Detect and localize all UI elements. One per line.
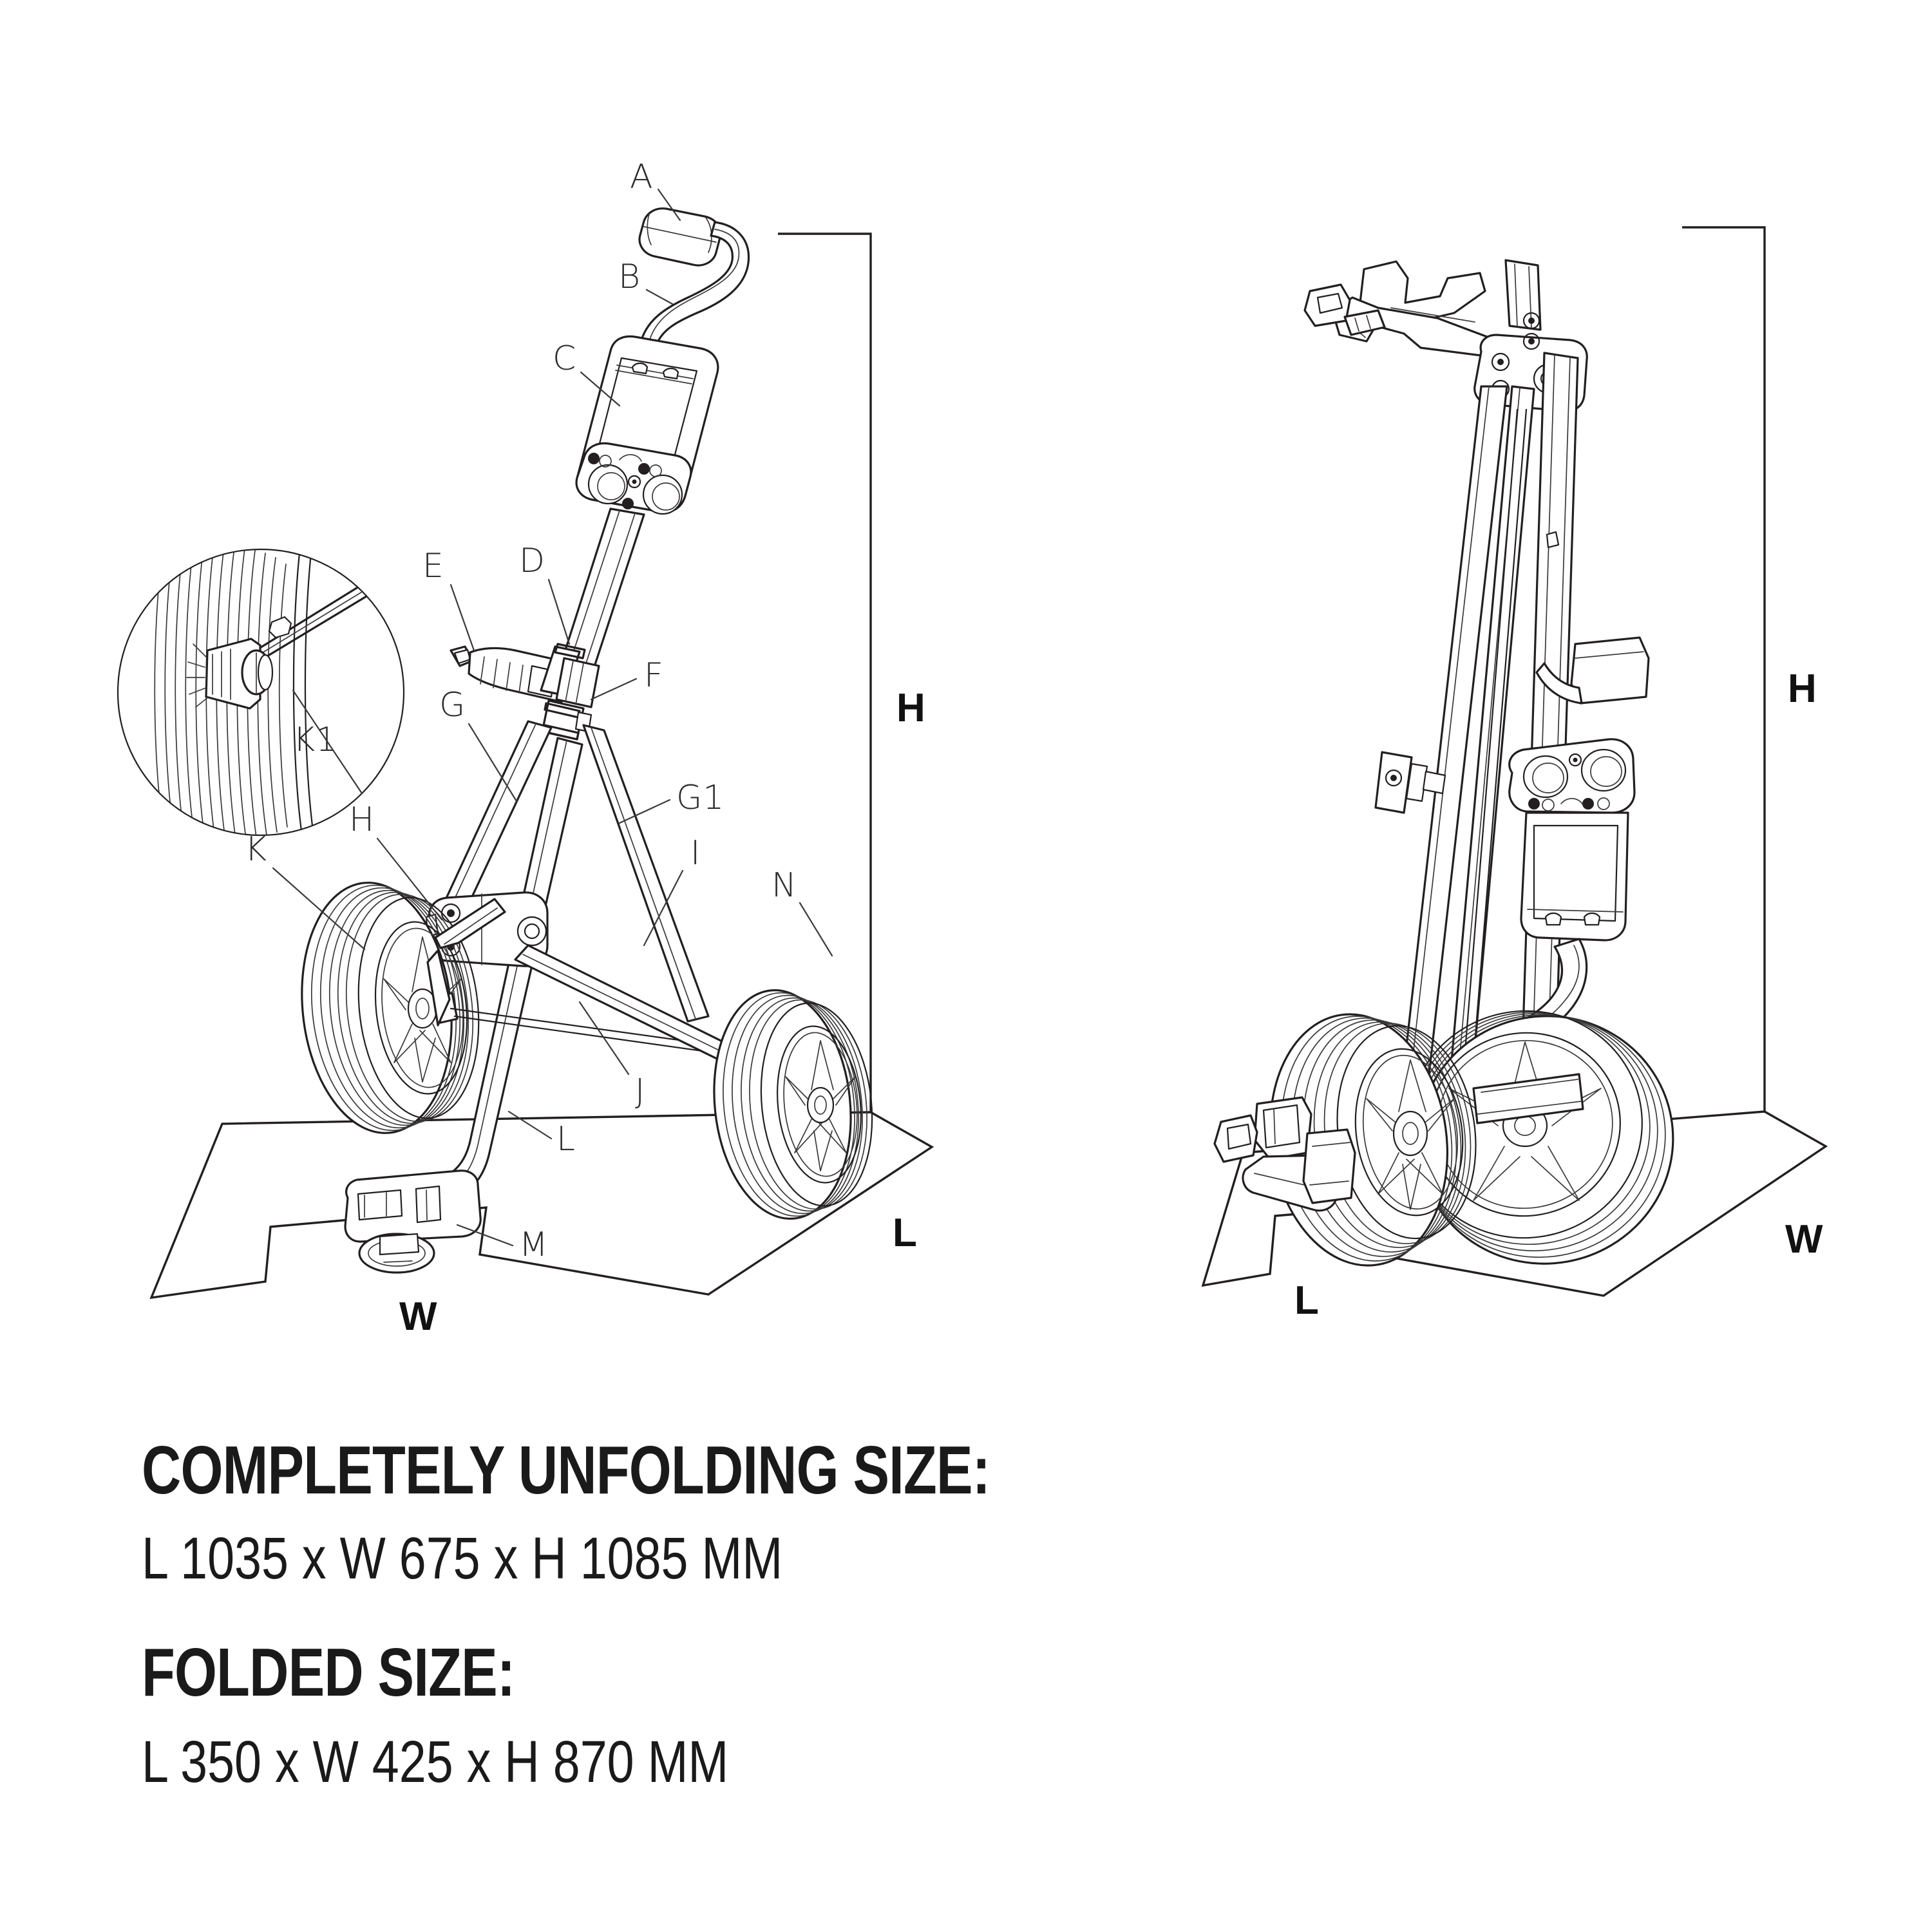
callout-label-c: C [553, 339, 576, 378]
dimension-label-width-folded: W [1785, 1217, 1823, 1262]
dimension-label-length-unfolded: L [893, 1211, 917, 1255]
unfolded-size-value: L 1035 x W 675 x H 1085 MM [142, 1526, 783, 1591]
dimension-label-height-folded: H [1788, 667, 1817, 711]
callout-label-b: B [618, 258, 641, 296]
part-m-front-foot [344, 1170, 482, 1274]
callout-label-j: J [635, 1072, 645, 1111]
part-f-lower-clamp [541, 699, 592, 741]
callout-label-k: K [245, 830, 267, 869]
view-unfolded: H L W [117, 158, 934, 1339]
detail-label-k1: K1 [293, 721, 337, 759]
trolley-unfolded [301, 207, 873, 1274]
folded-lower-bracket [1508, 738, 1636, 942]
callout-label-g1: G1 [676, 779, 724, 817]
callout-label-d: D [519, 542, 545, 580]
callout-label-n: N [772, 866, 797, 905]
callouts-unfolded: A B C D E F G G1 H I K J N [245, 158, 833, 1264]
folded-size-value: L 350 x W 425 x H 870 MM [142, 1729, 729, 1795]
unfolded-size-heading: COMPLETELY UNFOLDING SIZE: [142, 1432, 990, 1508]
part-d-upper-clamp [540, 643, 600, 708]
dimension-label-length-folded: L [1294, 1278, 1319, 1323]
folded-size-heading: FOLDED SIZE: [142, 1634, 515, 1710]
left-axle-arm [426, 898, 506, 1027]
part-n-right-wheel [713, 989, 873, 1220]
callout-label-m: M [519, 1226, 549, 1264]
part-c-upper-bag-bracket [575, 335, 719, 515]
dimension-label-height-unfolded: H [896, 686, 925, 730]
callout-label-i: I [690, 834, 701, 873]
folded-upper-bracket [1303, 259, 1542, 357]
callout-label-f: F [644, 656, 664, 695]
part-g1-right-leg [582, 724, 710, 1023]
specifications-block: COMPLETELY UNFOLDING SIZE: L 1035 x W 67… [142, 1436, 1687, 1792]
detail-circle-k1: K1 [117, 548, 405, 837]
callout-label-a: A [630, 158, 654, 196]
folded-mid-clamp [1374, 751, 1446, 814]
trolley-folded [1213, 259, 1674, 1267]
callout-label-l: L [556, 1120, 576, 1159]
part-a-handle-grip [638, 207, 722, 267]
callout-label-h: H [349, 800, 375, 839]
part-k-left-wheel [301, 882, 480, 1134]
folded-accessory-holder [1535, 636, 1650, 705]
dimension-label-width-unfolded: W [399, 1294, 437, 1339]
callout-label-g: G [439, 686, 466, 724]
folded-frame-tubes [1399, 352, 1579, 1106]
callout-label-e: E [422, 547, 444, 585]
view-folded: H W L [1201, 226, 1828, 1323]
folded-foot-base [1213, 1096, 1356, 1212]
